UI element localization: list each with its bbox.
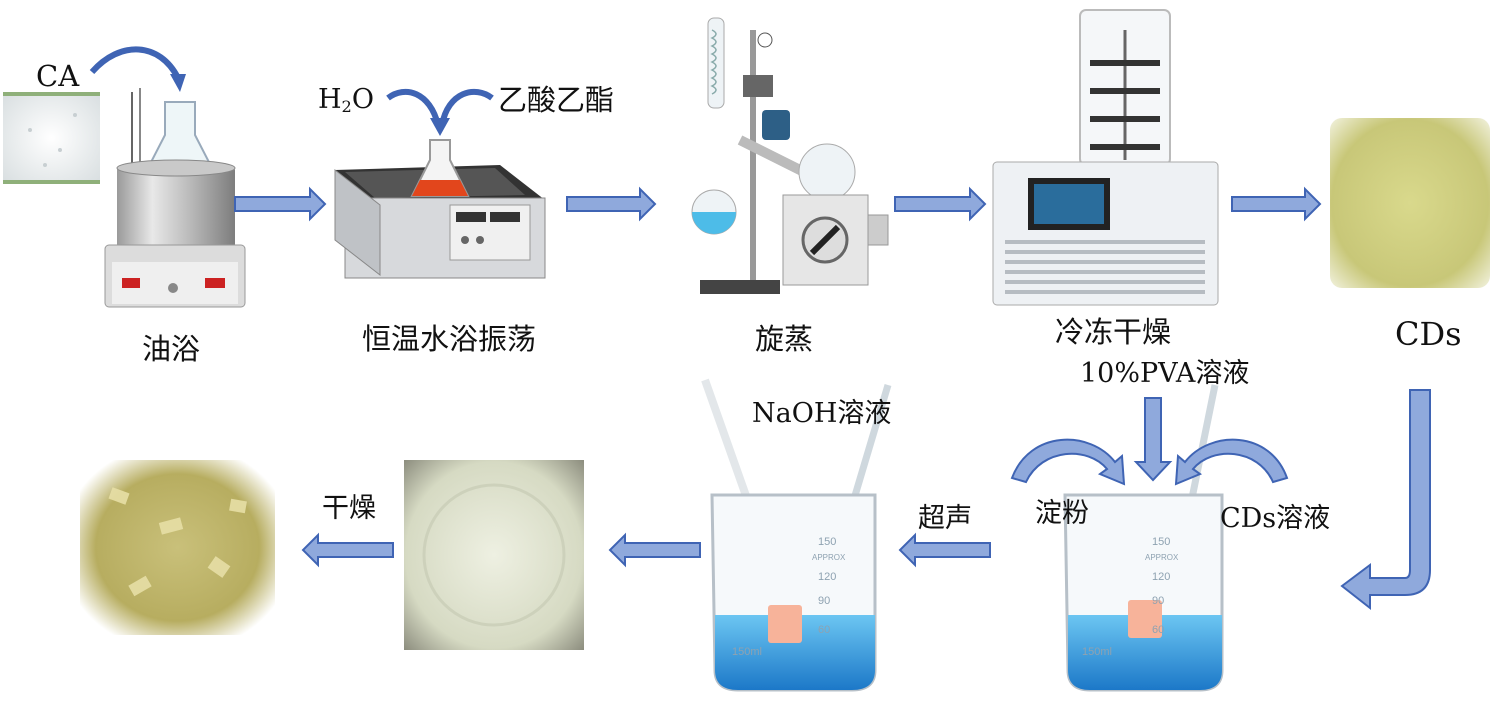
arrow-to-dry: [301, 532, 394, 568]
svg-text:120: 120: [1152, 571, 1170, 583]
ca-curved-arrow: [89, 46, 186, 92]
label-cds-solution: CDs溶液: [1220, 503, 1331, 534]
arrow-pva-down: [1133, 397, 1173, 482]
arrow-shaker-to-rotovap: [566, 186, 657, 222]
flow-arrows: [234, 186, 1431, 611]
svg-text:150ml: 150ml: [1082, 646, 1112, 658]
svg-text:90: 90: [1152, 595, 1164, 607]
starch-curved-arrows: [1010, 438, 1289, 486]
svg-text:60: 60: [1152, 624, 1164, 636]
svg-text:150: 150: [818, 536, 836, 548]
label-pva: 10%PVA溶液: [1080, 358, 1250, 389]
label-starch: 淀粉: [1035, 498, 1089, 529]
oil-bath-apparatus: [104, 88, 246, 308]
svg-text:APPROX: APPROX: [1145, 553, 1179, 562]
label-h2o: H2O: [318, 84, 374, 117]
svg-text:120: 120: [818, 571, 836, 583]
arrow-freeze-to-cds: [1231, 186, 1322, 222]
cds-powder-image: [1330, 118, 1490, 288]
beaker-marks: 150 120 90 60 150ml APPROX 150 120 90 60…: [732, 536, 1179, 658]
label-naoh: NaOH溶液: [752, 398, 892, 429]
citric-acid-powder-image: [3, 92, 100, 184]
label-cds: CDs: [1395, 315, 1462, 353]
arrow-to-gel: [608, 532, 701, 568]
hydrogel-image: [404, 460, 584, 650]
solvent-curved-arrows: [386, 88, 494, 136]
beaker-naoh-mixture: [701, 378, 892, 692]
svg-text:APPROX: APPROX: [812, 553, 846, 562]
arrow-to-naoh-beaker: [898, 532, 991, 568]
svg-text:150ml: 150ml: [732, 646, 762, 658]
rotary-evaporator-apparatus: [691, 17, 889, 294]
label-rotovap: 旋蒸: [755, 322, 814, 356]
beaker-starch-mixture: [1063, 384, 1224, 692]
label-shaker: 恒温水浴振荡: [362, 322, 537, 356]
label-ultrasound: 超声: [918, 503, 972, 534]
label-oil-bath: 油浴: [142, 332, 201, 366]
label-ca: CA: [36, 59, 80, 93]
dried-crystal-image: [80, 460, 275, 635]
svg-text:90: 90: [818, 595, 830, 607]
svg-text:150: 150: [1152, 536, 1170, 548]
svg-text:60: 60: [818, 624, 830, 636]
arrow-rotovap-to-freeze: [894, 186, 987, 222]
label-dry: 干燥: [322, 493, 376, 524]
arrow-oil-to-shaker: [234, 186, 327, 222]
label-freeze-dry: 冷冻干燥: [1055, 315, 1172, 349]
arrow-cds-down: [1340, 389, 1431, 611]
freeze-dryer-apparatus: [992, 9, 1219, 306]
label-ethyl-acetate: 乙酸乙酯: [498, 83, 615, 117]
water-bath-shaker-apparatus: [334, 139, 546, 279]
